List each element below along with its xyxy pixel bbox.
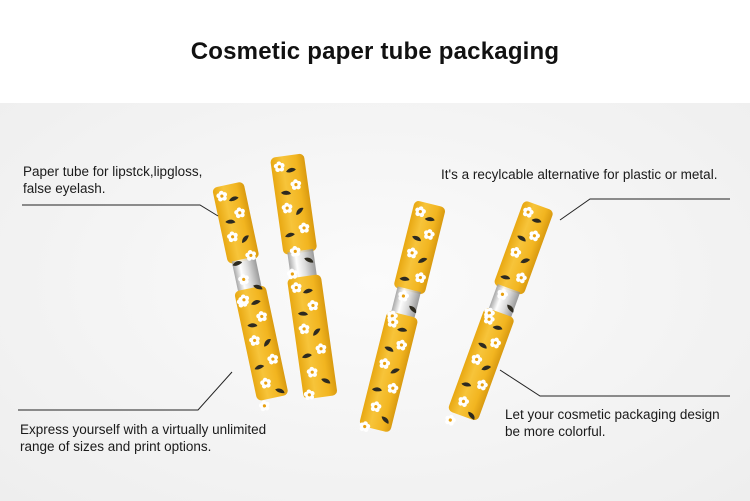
product-photo <box>0 103 750 501</box>
caption-top-right-line-1: It's a recylcable alternative for plasti… <box>441 167 718 182</box>
callout-line-bottom-left <box>18 371 233 411</box>
caption-bottom-left: Express yourself with a virtually unlimi… <box>20 421 266 455</box>
page-title: Cosmetic paper tube packaging <box>190 38 560 65</box>
caption-top-left-line-2: false eyelash. <box>23 181 106 196</box>
tube-4 <box>443 201 553 434</box>
callout-line-top-right <box>559 198 730 221</box>
tube-1 <box>212 182 291 412</box>
caption-top-left-line-1: Paper tube for lipstck,lipgloss, <box>23 164 203 179</box>
caption-bottom-left-line-2: range of sizes and print options. <box>20 439 212 454</box>
tube-2 <box>270 153 337 400</box>
caption-bottom-right-line-1: Let your cosmetic packaging design <box>505 407 720 422</box>
caption-bottom-right: Let your cosmetic packaging design be mo… <box>505 406 720 440</box>
callout-line-bottom-right <box>499 369 730 397</box>
callout-line-top-left <box>22 204 219 217</box>
caption-bottom-left-line-1: Express yourself with a virtually unlimi… <box>20 422 267 437</box>
caption-top-right: It's a recylcable alternative for plasti… <box>441 166 717 183</box>
header: Cosmetic paper tube packaging <box>0 0 750 103</box>
caption-top-left: Paper tube for lipstck,lipgloss, false e… <box>23 163 202 197</box>
caption-bottom-right-line-2: be more colorful. <box>505 424 606 439</box>
tube-3 <box>358 201 445 438</box>
